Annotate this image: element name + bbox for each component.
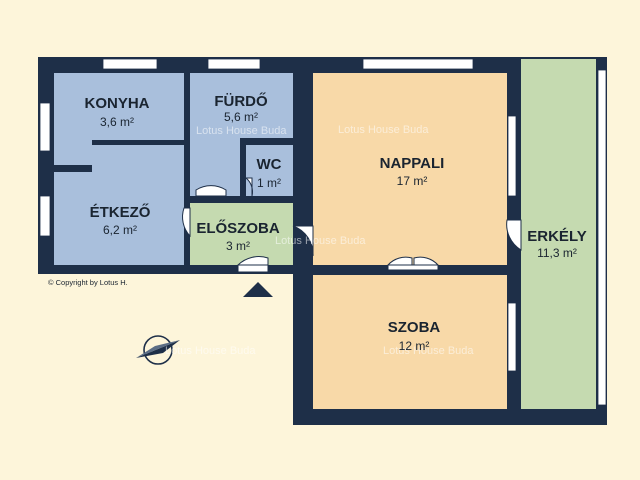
label-eloszoba-area: 3 m² [226,239,250,253]
label-wc-name: WC [257,156,282,173]
room-eloszoba [190,203,293,265]
room-szoba [313,275,507,409]
label-furdo-area: 5,6 m² [224,110,258,124]
room-wc [246,145,293,196]
label-etkezo-area: 6,2 m² [103,223,137,237]
window-erkely-right [597,69,607,406]
room-konyha [54,73,184,165]
label-wc-area: 1 m² [257,176,281,190]
entrance-arrow-icon [243,282,273,297]
label-erkely-name: ERKÉLY [527,228,586,245]
label-konyha-area: 3,6 m² [100,115,134,129]
window-szoba-right [507,302,517,372]
window-etkezo-left [39,195,51,237]
room-labels: KONYHA 3,6 m² FÜRDŐ 5,6 m² WC 1 m² ÉTKEZ… [84,92,586,353]
window-nappali-top [362,58,474,70]
room-erkely [521,59,596,409]
label-eloszoba-name: ELŐSZOBA [196,219,280,237]
watermark-5: Lotus House Buda [165,345,256,357]
label-erkely-area: 11,3 m² [537,246,577,260]
watermarks: Lotus House Buda Lotus House Buda Lotus … [165,124,474,357]
watermark-2: Lotus House Buda [338,124,429,136]
copyright-text: © Copyright by Lotus H. [48,278,128,287]
window-furdo-top [207,58,261,70]
label-szoba-name: SZOBA [388,319,441,336]
label-furdo-name: FÜRDŐ [214,92,268,110]
label-nappali-name: NAPPALI [380,155,445,172]
room-etkezo [54,145,184,265]
room-furdo [190,73,293,196]
label-konyha-name: KONYHA [84,95,149,112]
window-nappali-right [507,115,517,197]
label-etkezo-name: ÉTKEZŐ [90,203,151,221]
rooms [54,59,607,425]
doors [182,177,522,273]
watermark-4: Lotus House Buda [383,345,474,357]
watermark-3: Lotus House Buda [275,235,366,247]
compass-icon [136,335,180,365]
room-nappali [313,73,507,265]
window-konyha-top [102,58,158,70]
watermark-1: Lotus House Buda [196,125,287,137]
windows [39,58,607,406]
window-konyha-left [39,102,51,152]
label-nappali-area: 17 m² [397,174,428,188]
label-szoba-area: 12 m² [399,339,430,353]
